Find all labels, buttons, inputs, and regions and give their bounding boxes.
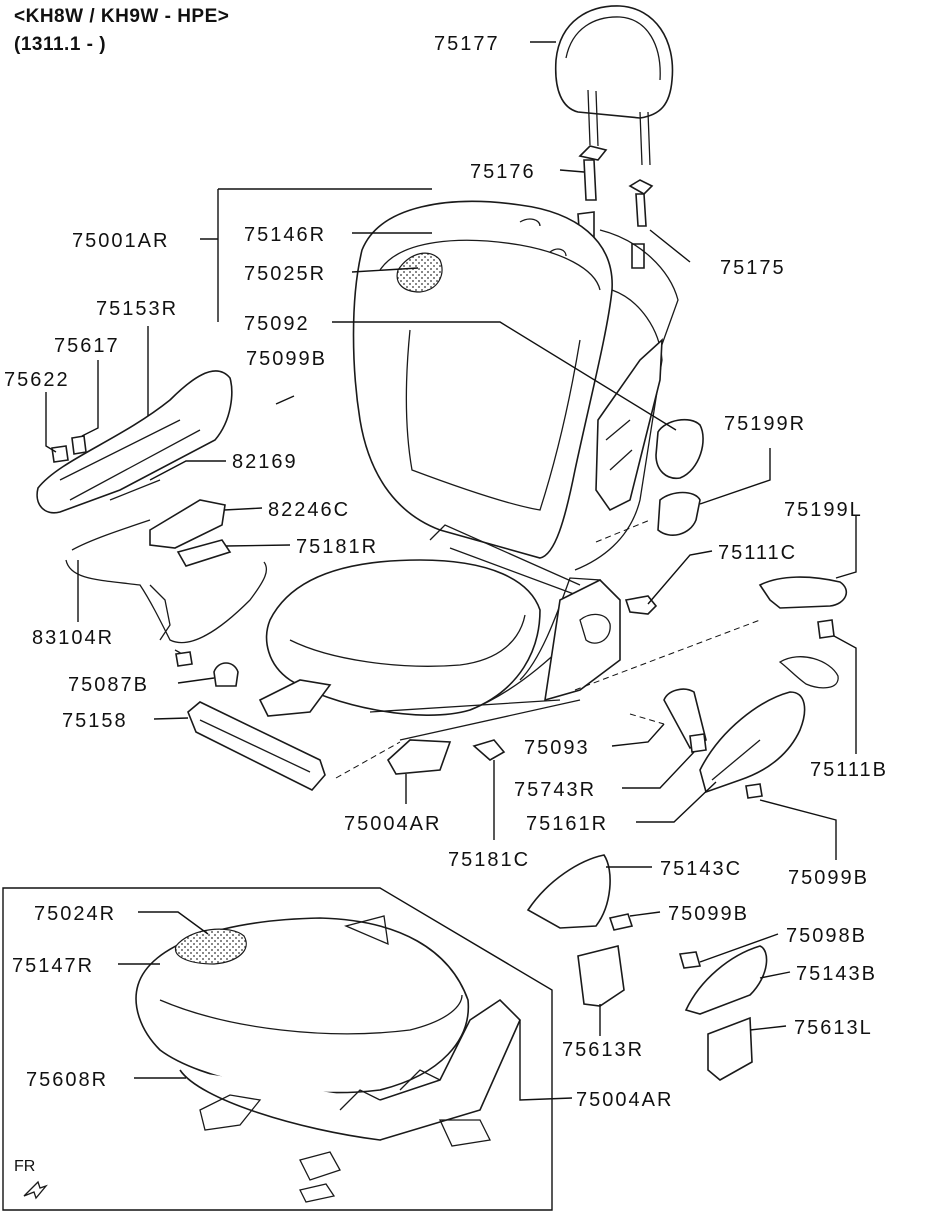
- label-75181R: 75181R: [296, 536, 378, 558]
- label-75199R: 75199R: [724, 413, 806, 435]
- label-75099B-mid: 75099B: [668, 903, 749, 925]
- label-75024R: 75024R: [34, 903, 116, 925]
- headrest-part: [554, 5, 674, 166]
- screw-part-c: [678, 951, 702, 969]
- label-75622: 75622: [4, 369, 70, 391]
- label-75099B-top: 75099B: [246, 348, 327, 370]
- label-75617: 75617: [54, 335, 120, 357]
- label-75099B-right: 75099B: [788, 867, 869, 889]
- label-82169: 82169: [232, 451, 298, 473]
- label-75147R: 75147R: [12, 955, 94, 977]
- label-75004AR-bottom: 75004AR: [576, 1089, 673, 1111]
- label-75146R: 75146R: [244, 224, 326, 246]
- label-75175: 75175: [720, 257, 786, 279]
- switch-module-part: [109, 479, 232, 567]
- rail-cover-part: [187, 701, 326, 791]
- side-cover-part-a: [655, 418, 704, 480]
- seat-belt-buckle-part: [663, 688, 707, 753]
- side-cover-part-b: [657, 491, 701, 536]
- side-cover-part-c: [758, 576, 848, 609]
- label-75093: 75093: [524, 737, 590, 759]
- date-range-header: (1311.1 - ): [14, 34, 107, 55]
- label-75025R: 75025R: [244, 263, 326, 285]
- label-83104R: 83104R: [32, 627, 114, 649]
- cap-part: [213, 662, 239, 687]
- label-75001AR: 75001AR: [72, 230, 169, 252]
- side-shield-part: [699, 691, 806, 794]
- label-75161R: 75161R: [526, 813, 608, 835]
- label-75098B: 75098B: [786, 925, 867, 947]
- label-75613R: 75613R: [562, 1039, 644, 1061]
- shield-plate-part: [778, 656, 839, 689]
- model-code-header: <KH8W / KH9W - HPE>: [14, 6, 230, 27]
- trim-part-613l: [707, 1016, 753, 1081]
- bolt-part-a: [624, 595, 835, 639]
- leader-lines: [45, 41, 857, 1101]
- cover-part-c: [526, 854, 611, 929]
- label-75143B: 75143B: [796, 963, 877, 985]
- cover-part-b: [684, 945, 768, 1015]
- seat-frame-part: [258, 579, 621, 775]
- label-75111B: 75111B: [810, 759, 888, 781]
- label-75177: 75177: [434, 33, 500, 55]
- label-75743R: 75743R: [514, 779, 596, 801]
- wiring-harness-part: [65, 519, 268, 667]
- label-82246C: 82246C: [268, 499, 350, 521]
- label-75092: 75092: [244, 313, 310, 335]
- label-75153R: 75153R: [96, 298, 178, 320]
- label-75181C: 75181C: [448, 849, 530, 871]
- seat-back-part: [352, 200, 679, 571]
- front-marker: FR: [14, 1158, 36, 1175]
- label-75608R: 75608R: [26, 1069, 108, 1091]
- side-trim-part: [36, 370, 233, 514]
- label-75199L: 75199L: [784, 499, 863, 521]
- label-75158: 75158: [62, 710, 128, 732]
- buckle-bolt-part: [472, 739, 506, 761]
- label-75613L: 75613L: [794, 1017, 873, 1039]
- label-75143C: 75143C: [660, 858, 742, 880]
- cushion-detail-inset: [2, 887, 553, 1211]
- front-arrow-icon: [23, 1180, 48, 1200]
- recliner-bracket-part: [595, 338, 663, 512]
- label-75087B: 75087B: [68, 674, 149, 696]
- label-75176: 75176: [470, 161, 536, 183]
- label-75004AR-top: 75004AR: [344, 813, 441, 835]
- seat-cushion-part: [265, 524, 601, 716]
- screw-part-a: [745, 783, 763, 799]
- headrest-guide-parts: [577, 145, 654, 269]
- label-75111C: 75111C: [718, 542, 797, 564]
- screw-part-b: [608, 913, 634, 931]
- trim-part-613r: [577, 945, 625, 1007]
